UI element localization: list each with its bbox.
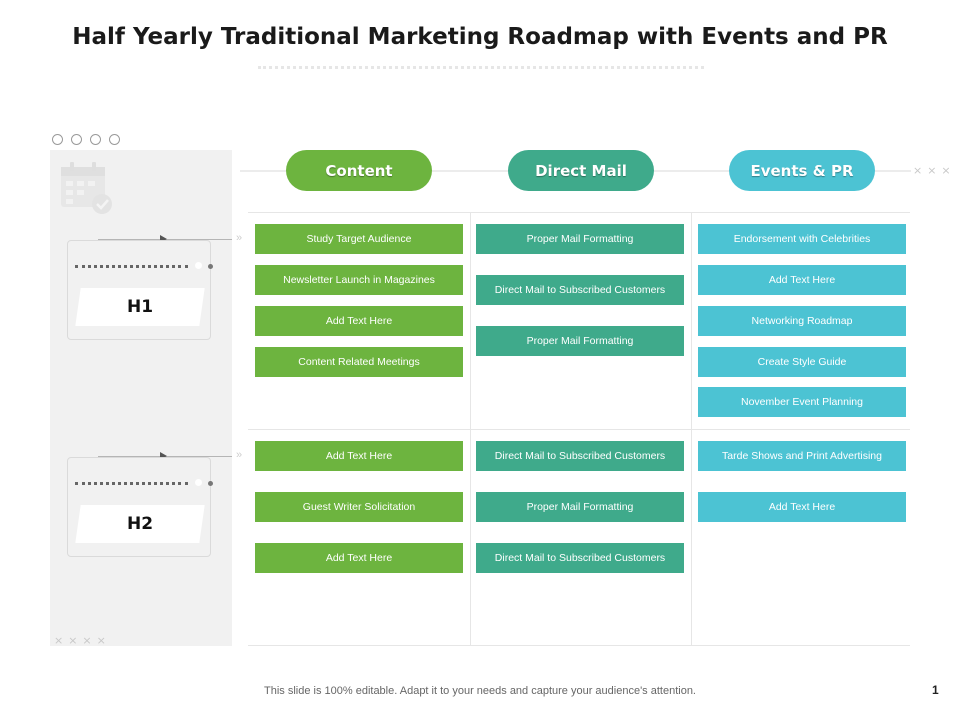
dot-icon — [195, 479, 202, 486]
task-box: Add Text Here — [255, 441, 463, 471]
slide-title: Half Yearly Traditional Marketing Roadma… — [72, 24, 888, 50]
triangle-marker-icon — [160, 452, 167, 460]
circle-icon — [71, 134, 82, 145]
task-box: Tarde Shows and Print Advertising — [698, 441, 906, 471]
task-box: Proper Mail Formatting — [476, 224, 684, 254]
header-connector — [875, 170, 911, 172]
footer-note: This slide is 100% editable. Adapt it to… — [264, 685, 696, 697]
grid-line — [470, 212, 471, 645]
task-box: Direct Mail to Subscribed Customers — [476, 275, 684, 305]
task-box: Add Text Here — [255, 543, 463, 573]
task-box: Add Text Here — [698, 265, 906, 295]
row-label-h2: H2 — [126, 514, 154, 534]
column-header-content: Content — [286, 150, 432, 191]
header-connector — [654, 170, 730, 172]
calendar-check-icon — [61, 162, 112, 214]
dot-icon — [195, 262, 202, 269]
header-connector — [432, 170, 508, 172]
triangle-marker-icon — [160, 235, 167, 243]
column-header-direct-mail: Direct Mail — [508, 150, 654, 191]
task-box: Proper Mail Formatting — [476, 492, 684, 522]
decorative-circles — [52, 134, 120, 145]
grid-line — [248, 645, 910, 646]
task-box: Add Text Here — [698, 492, 906, 522]
task-box: Direct Mail to Subscribed Customers — [476, 441, 684, 471]
task-box: Endorsement with Celebrities — [698, 224, 906, 254]
dot-icon — [208, 481, 213, 486]
task-box: November Event Planning — [698, 387, 906, 417]
grid-line — [691, 212, 692, 645]
task-box: Content Related Meetings — [255, 347, 463, 377]
row-label-plate: H1 — [75, 288, 205, 326]
task-box: Direct Mail to Subscribed Customers — [476, 543, 684, 573]
circle-icon — [52, 134, 63, 145]
row-label-card-h2: H2 — [67, 457, 213, 557]
dotted-line — [75, 265, 188, 268]
circle-icon — [90, 134, 101, 145]
side-panel — [50, 150, 232, 646]
title-underline — [258, 66, 704, 69]
task-box: Networking Roadmap — [698, 306, 906, 336]
header-connector — [240, 170, 286, 172]
task-box: Proper Mail Formatting — [476, 326, 684, 356]
grid-line — [248, 212, 910, 213]
row-label-plate: H2 — [75, 505, 205, 543]
chevron-right-icon: » — [236, 449, 242, 461]
task-box: Study Target Audience — [255, 224, 463, 254]
dot-icon — [208, 264, 213, 269]
row-label-h1: H1 — [126, 297, 154, 317]
column-header-events-pr: Events & PR — [729, 150, 875, 191]
task-box: Newsletter Launch in Magazines — [255, 265, 463, 295]
task-box: Add Text Here — [255, 306, 463, 336]
dotted-line — [75, 482, 188, 485]
circle-icon — [109, 134, 120, 145]
chevron-right-icon: » — [236, 232, 242, 244]
task-box: Create Style Guide — [698, 347, 906, 377]
decorative-x-marks: ××× — [913, 164, 956, 177]
grid-line — [248, 429, 910, 430]
decorative-x-marks: ×××× — [54, 634, 111, 647]
task-box: Guest Writer Solicitation — [255, 492, 463, 522]
page-number: 1 — [932, 683, 939, 697]
row-label-card-h1: H1 — [67, 240, 213, 340]
